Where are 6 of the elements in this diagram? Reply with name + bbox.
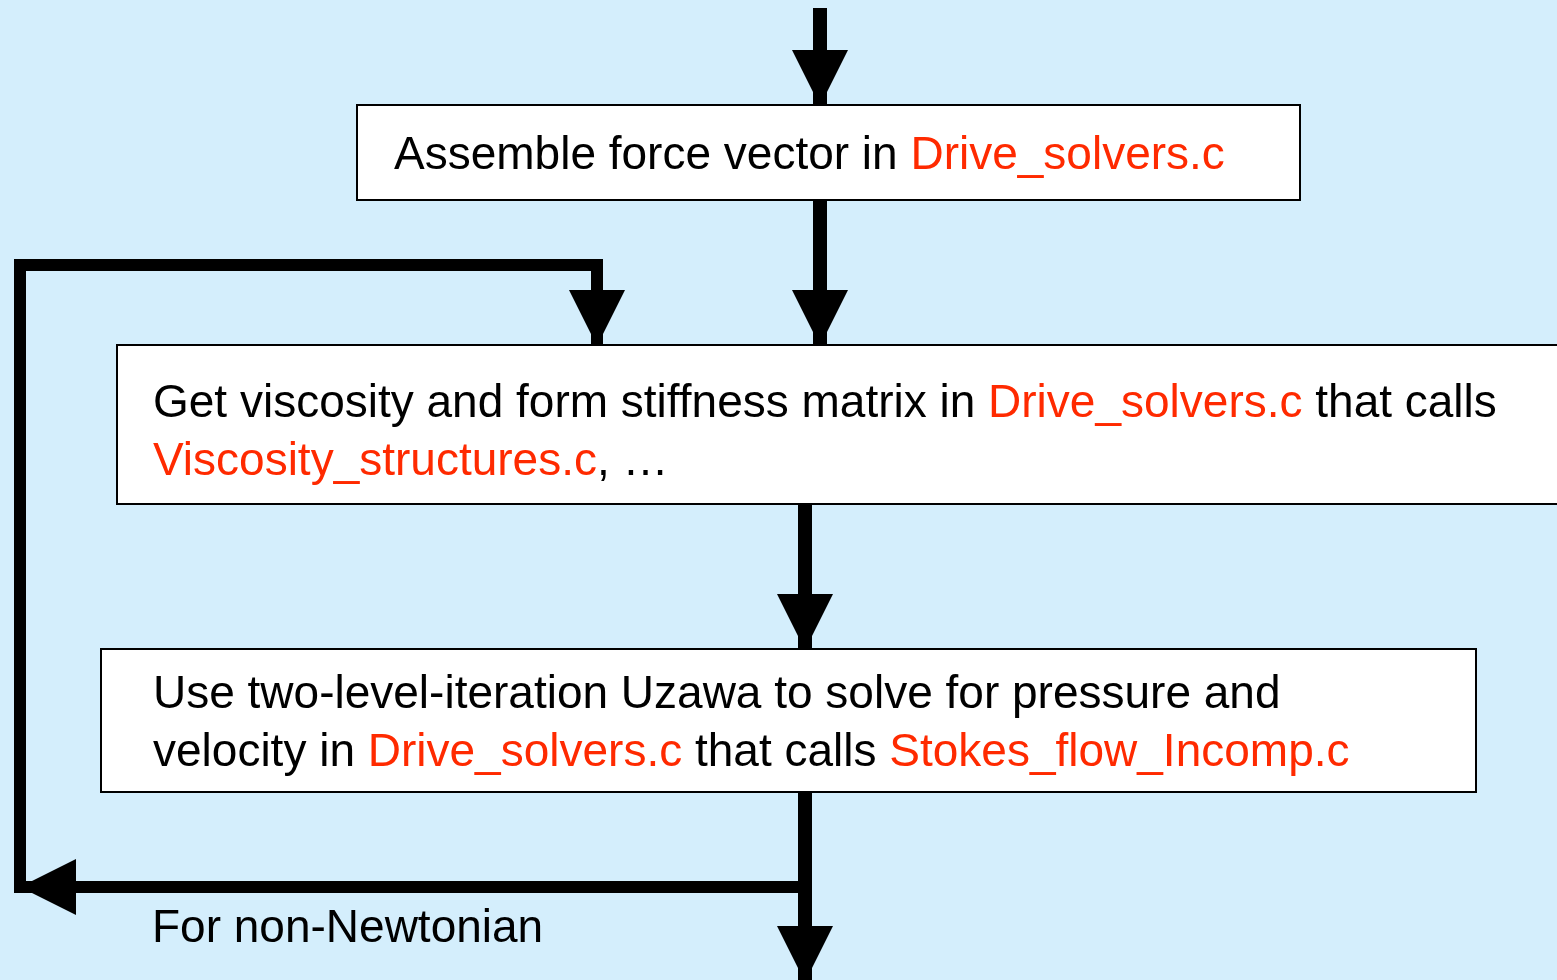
process-box [356,104,1301,201]
process-text: Use two-level-iteration Uzawa to solve for pressure and velocity in Drive_solvers.c that calls Stokes_flow_Incomp.c [153,665,1351,778]
process-box [116,344,1557,505]
process-text: Assemble force vector in Drive_solvers.c [394,126,1226,181]
process-box [100,648,1477,793]
process-text: Get viscosity and form stiffness matrix in Drive_solvers.c that calls Viscosity_structures.c, … [153,374,1498,487]
